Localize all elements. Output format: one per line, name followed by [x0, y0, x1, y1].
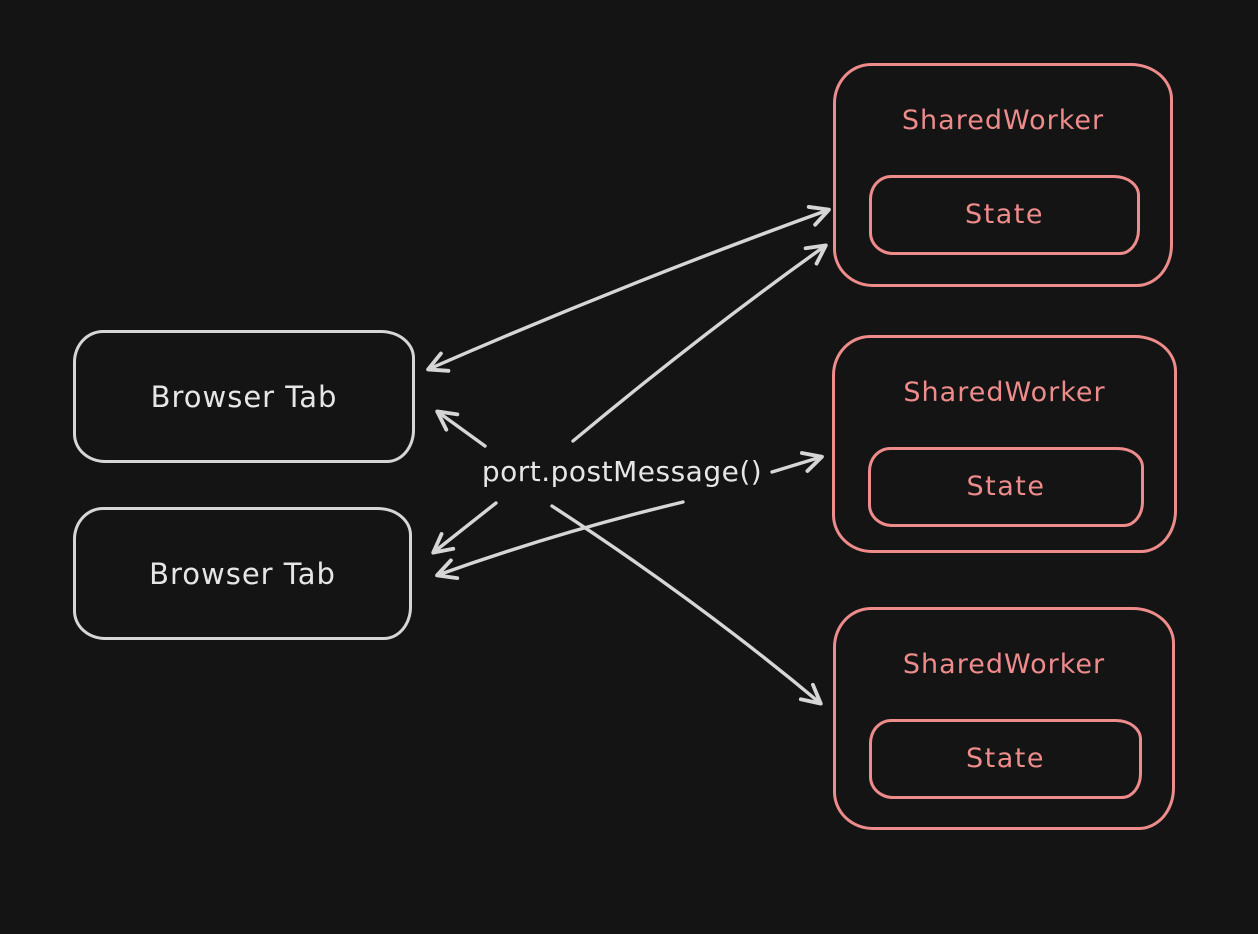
- arrow-label-to-worker1: [571, 243, 828, 443]
- arrow-label-to-worker3: [550, 504, 823, 706]
- arrow-label-to-tab2-upper: [431, 501, 498, 555]
- shared-worker-3-label: SharedWorker: [902, 649, 1106, 680]
- shared-worker-3-state-box: State: [869, 719, 1142, 799]
- shared-worker-3-box: SharedWorker State: [833, 607, 1175, 830]
- shared-worker-1-state-label: State: [965, 199, 1044, 230]
- arrow-label-to-tab2-lower: [435, 500, 685, 581]
- browser-tab-2-label: Browser Tab: [149, 556, 336, 591]
- browser-tab-1-box: Browser Tab: [73, 330, 415, 463]
- shared-worker-2-state-label: State: [966, 471, 1046, 502]
- shared-worker-1-state-box: State: [869, 175, 1140, 255]
- port-postmessage-label: port.postMessage(): [481, 455, 763, 488]
- shared-worker-2-label: SharedWorker: [903, 377, 1106, 408]
- browser-tab-2-box: Browser Tab: [73, 507, 412, 640]
- arrow-label-to-worker2: [770, 451, 824, 474]
- browser-tab-1-label: Browser Tab: [150, 379, 338, 414]
- arrow-tab1-worker1-bidirectional: [426, 205, 831, 373]
- shared-worker-2-state-box: State: [868, 447, 1144, 527]
- shared-worker-3-state-label: State: [966, 743, 1045, 774]
- shared-worker-1-box: SharedWorker State: [833, 63, 1173, 287]
- shared-worker-2-box: SharedWorker State: [832, 335, 1177, 553]
- arrow-label-to-tab1: [435, 409, 487, 448]
- shared-worker-1-label: SharedWorker: [901, 105, 1105, 136]
